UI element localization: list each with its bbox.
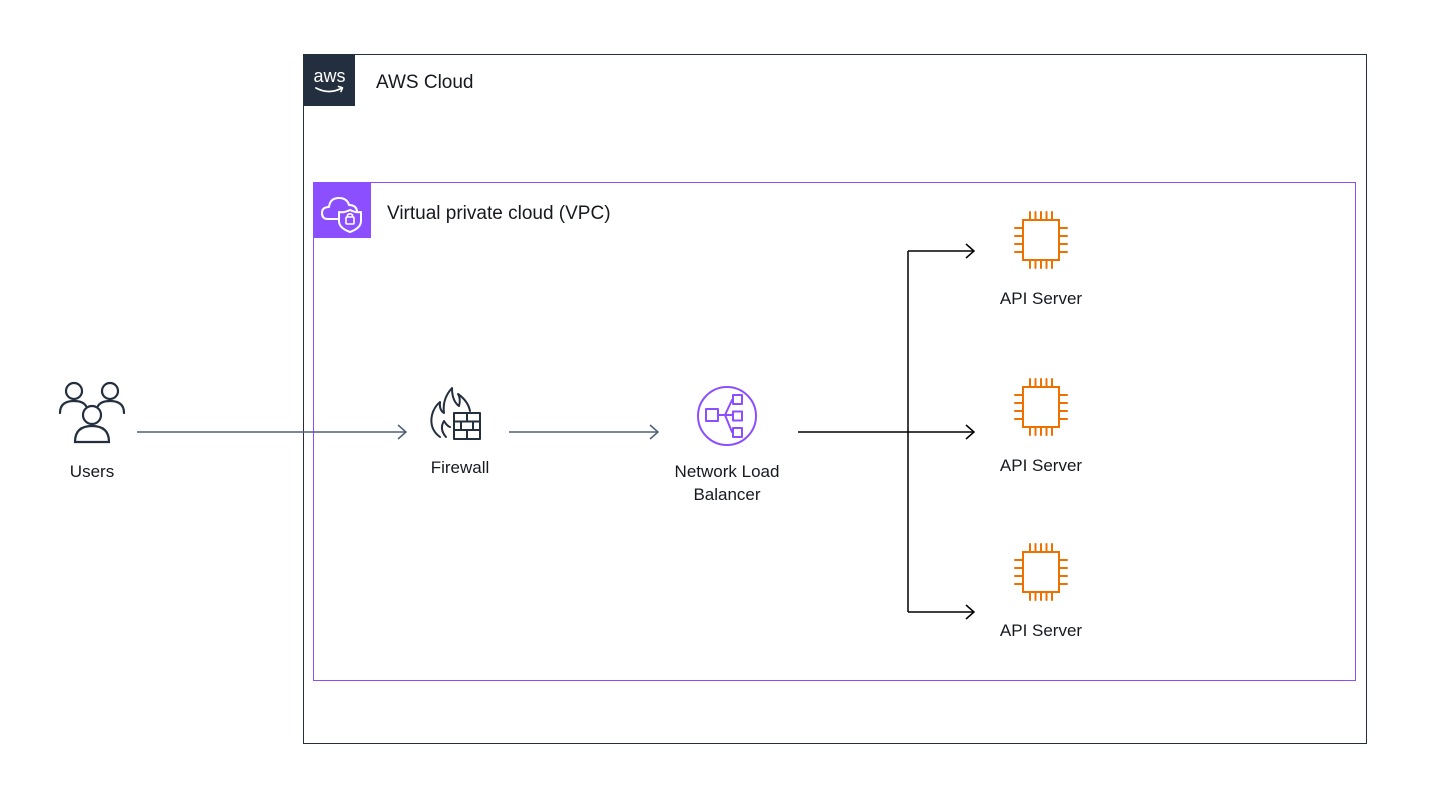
firewall-icon [426,383,492,448]
aws-logo-icon: aws [304,55,355,106]
nlb-label: Network Load Balancer [652,460,802,506]
api-server-label: API Server [999,621,1083,640]
vpc-title: Virtual private cloud (VPC) [387,203,611,224]
svg-text:aws: aws [313,66,345,86]
api-server-label: API Server [999,289,1083,308]
users-label: Users [69,462,115,481]
nlb-label-line-2: Balancer [693,485,761,504]
firewall-to-nlb-connector [509,424,660,440]
aws-cloud-title: AWS Cloud [376,72,474,93]
vpc-group: Virtual private cloud (VPC) [313,182,1356,681]
aws-cloud-group: aws AWS Cloud [303,54,1367,744]
api-server-label: API Server [999,456,1083,475]
users-to-firewall-connector [137,424,408,440]
users-icon [56,378,128,451]
ec2-instance-icon [1013,208,1069,277]
vpc-cloud-shield-icon [314,183,371,238]
firewall-label: Firewall [430,458,490,477]
ec2-instance-icon [1013,375,1069,444]
nlb-to-api-servers-connector [798,243,976,620]
nlb-label-line-1: Network Load [674,462,780,481]
network-load-balancer-icon [694,383,760,454]
ec2-instance-icon [1013,540,1069,609]
